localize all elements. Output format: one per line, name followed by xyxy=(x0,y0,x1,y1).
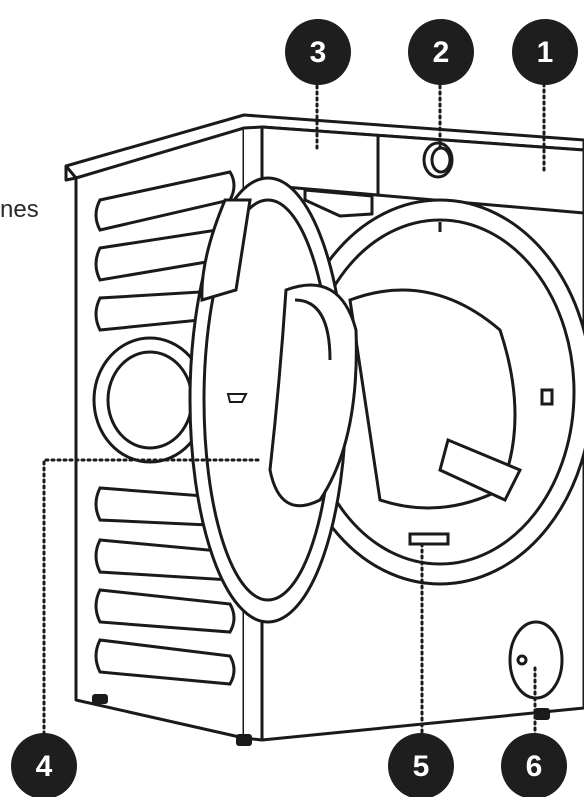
door-latch-hole xyxy=(408,532,450,546)
callout-label-1: 1 xyxy=(537,36,554,69)
callout-label-2: 2 xyxy=(433,36,450,69)
feet xyxy=(92,694,550,746)
detergent-drawer xyxy=(303,188,374,218)
callout-label-5: 5 xyxy=(413,750,430,783)
callout-label-6: 6 xyxy=(526,750,543,783)
callout-label-4: 4 xyxy=(36,750,53,783)
callout-badge-4: 4 xyxy=(11,733,77,797)
door xyxy=(188,176,358,624)
callout-badge-3: 3 xyxy=(285,19,351,85)
leader-lines xyxy=(42,82,546,742)
callout-badge-5: 5 xyxy=(388,733,454,797)
program-knob xyxy=(422,141,454,179)
callout-label-3: 3 xyxy=(310,36,327,69)
door-hinge xyxy=(226,393,248,403)
cropped-side-text: nes xyxy=(0,196,39,223)
filter-cover xyxy=(508,620,564,700)
callout-badge-2: 2 xyxy=(408,19,474,85)
porthole xyxy=(286,198,584,586)
leader-4 xyxy=(42,458,264,742)
callout-badge-6: 6 xyxy=(501,733,567,797)
door-lock-slot xyxy=(540,388,554,406)
callout-badge-1: 1 xyxy=(512,19,578,85)
